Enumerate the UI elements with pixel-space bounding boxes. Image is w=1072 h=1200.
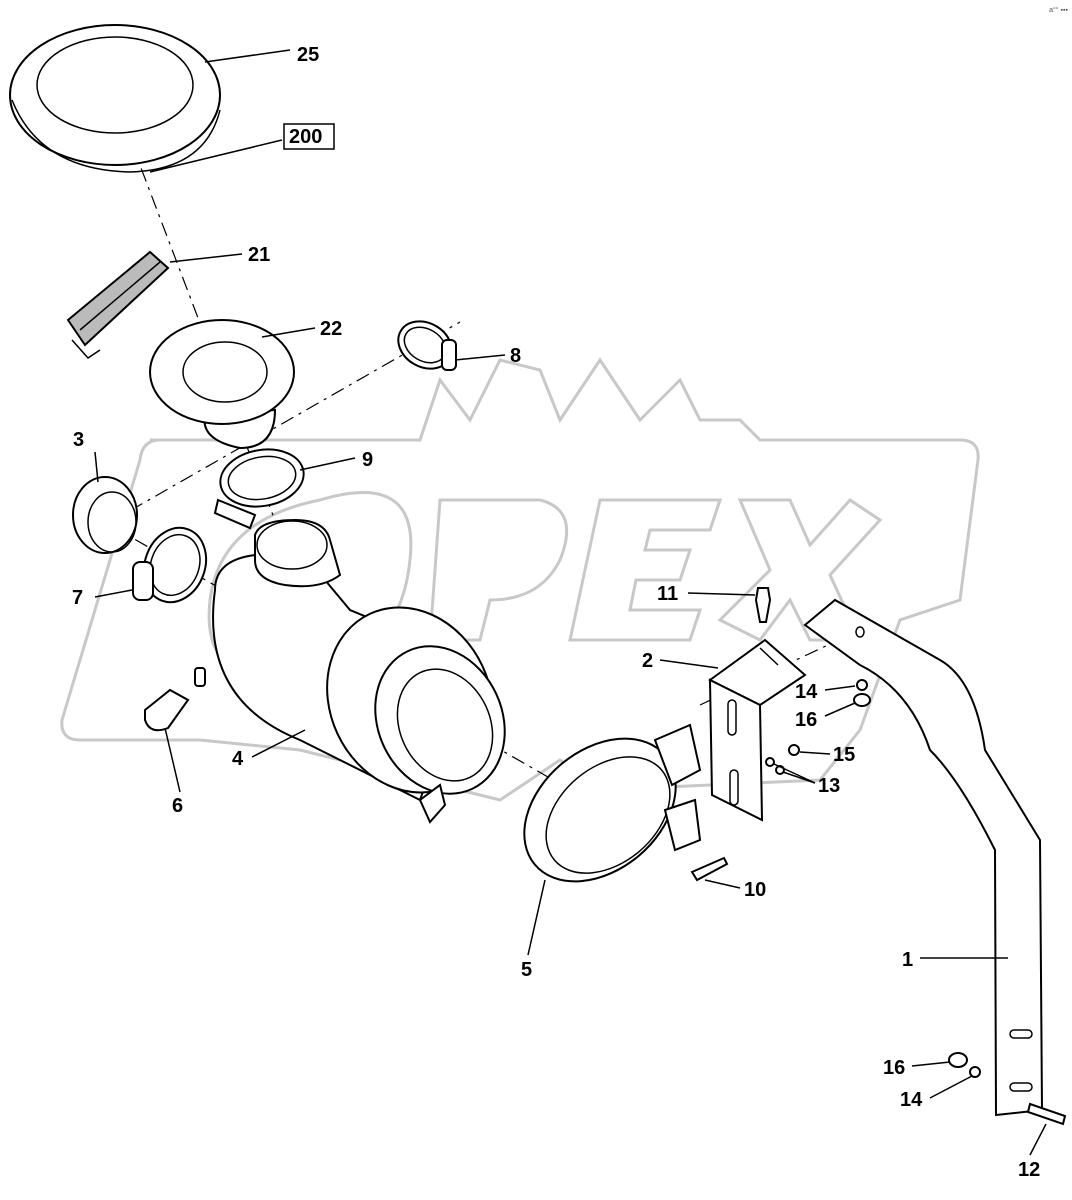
callout-5: 5 [521, 959, 532, 981]
callout-15: 15 [833, 744, 855, 766]
callout-1: 1 [902, 949, 913, 971]
callout-9: 9 [362, 449, 373, 471]
callout-16-lower: 16 [883, 1057, 905, 1079]
part-14-washer-lower [969, 1066, 981, 1078]
callout-16-upper: 16 [795, 709, 817, 731]
callout-labels: 25 200 21 22 8 3 9 7 11 2 14 16 15 13 4 … [72, 44, 1040, 1181]
callout-14-upper: 14 [795, 681, 818, 703]
callout-13: 13 [818, 775, 840, 797]
part-5-mounting-band [523, 723, 702, 883]
part-8-hose-clamp [397, 320, 457, 371]
callout-7: 7 [72, 587, 83, 609]
callout-2: 2 [642, 650, 653, 672]
part-1-support-bracket [803, 598, 1044, 1117]
part-15-nut [788, 744, 800, 756]
part-16-nut-upper [853, 693, 871, 707]
part-22-intake-flange [149, 319, 295, 450]
callout-3: 3 [73, 429, 84, 451]
part-16-nut-lower [948, 1052, 968, 1068]
part-2-angle-bracket [708, 638, 807, 822]
part-21-filter-strip [66, 250, 170, 359]
hardware [690, 587, 1067, 1126]
part-14-washer-upper [856, 679, 868, 691]
part-7-hose-clamp [132, 526, 208, 604]
callout-21: 21 [248, 244, 270, 266]
callout-10: 10 [744, 879, 766, 901]
corner-stamp: a°° ▪▪▪ [1049, 6, 1068, 14]
part-12-bolt [1026, 1102, 1067, 1126]
part-11-bolt [754, 587, 772, 623]
callout-200-box [283, 123, 335, 150]
callout-6: 6 [172, 795, 183, 817]
callout-22: 22 [320, 318, 342, 340]
callout-8: 8 [510, 345, 521, 367]
callout-11: 11 [657, 583, 678, 605]
part-6-valve [144, 688, 190, 732]
part-9-hose-clamp [213, 448, 305, 530]
part-4-filter-housing [194, 518, 506, 824]
callout-4: 4 [232, 748, 244, 770]
leader-lines [94, 49, 1047, 1156]
part-3-cap [72, 476, 138, 554]
callout-25: 25 [297, 44, 319, 66]
part-10-bolt [690, 856, 729, 882]
callout-200: 200 [289, 126, 322, 148]
callout-14-lower: 14 [900, 1089, 923, 1111]
part-25-cover [9, 24, 221, 173]
callout-12: 12 [1018, 1159, 1040, 1181]
part-13-washer [765, 757, 775, 767]
